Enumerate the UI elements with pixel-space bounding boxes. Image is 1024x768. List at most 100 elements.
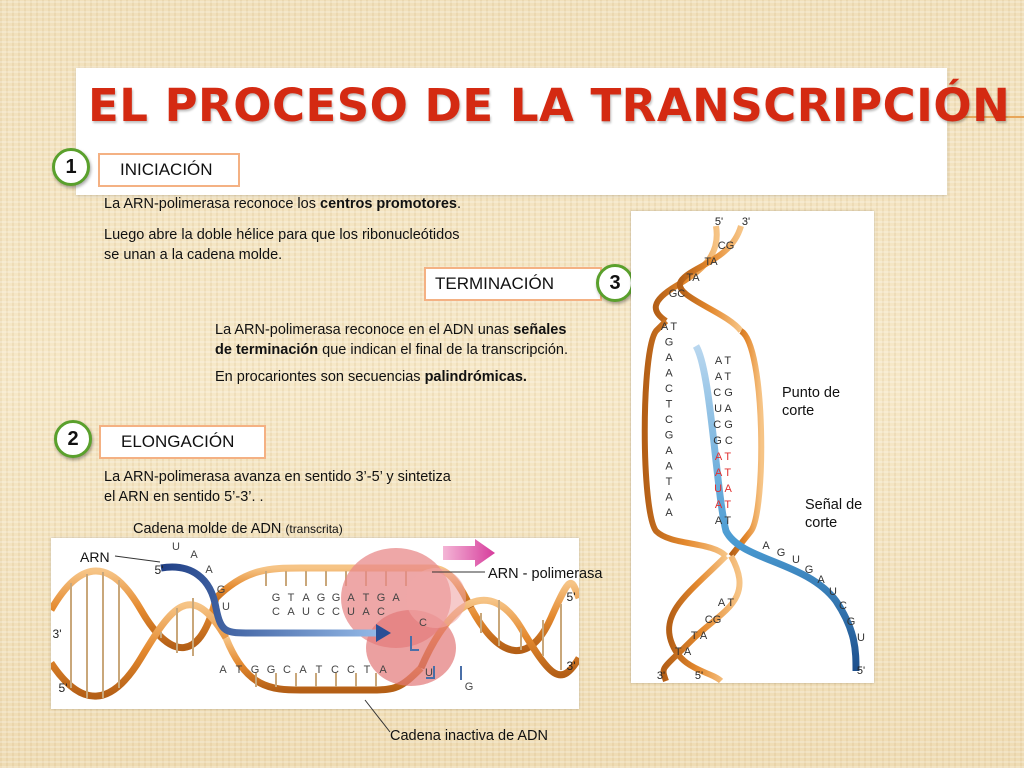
top-strand-a xyxy=(652,225,720,324)
step-3-label: TERMINACIÓN xyxy=(424,267,602,301)
rna-paired-base: C xyxy=(377,606,385,618)
free-nucleotide-base: G xyxy=(465,681,474,693)
template-base: T xyxy=(363,592,370,604)
template-base: G xyxy=(272,592,281,604)
rna-strand xyxy=(160,563,376,637)
template-base: A xyxy=(665,445,673,457)
elongation-text: La ARN-polimerasa avanza en sentido 3’-5… xyxy=(104,469,451,505)
template-base: G xyxy=(665,337,674,349)
rna-label: ARN xyxy=(80,549,110,565)
termination-text-1: La ARN-polimerasa reconoce en el ADN una… xyxy=(215,322,569,358)
template-base: G xyxy=(317,592,326,604)
bottom-base-pair: T A xyxy=(675,646,692,658)
bottom-strand-b xyxy=(660,554,743,682)
rna-template-pair: C G xyxy=(713,419,733,431)
inactive-base: T xyxy=(364,664,371,676)
bottom-base-pair: A T xyxy=(718,597,735,609)
rna-tail-base: G xyxy=(805,564,814,576)
step-2-number: 2 xyxy=(54,420,92,458)
end-label-5-rna: 5' xyxy=(155,563,164,577)
title-accent-line xyxy=(947,116,1024,118)
polymerase-direction-arrow xyxy=(443,539,495,567)
bottom-base-pair: T A xyxy=(691,630,708,642)
rna-template-pair: G C xyxy=(713,435,733,447)
inactive-base: A xyxy=(299,664,307,676)
end-label-3-top: 3' xyxy=(742,216,750,228)
rna-template-pair: A T xyxy=(715,371,732,383)
rna-tail-base: A xyxy=(762,540,770,552)
inactive-strand-termination xyxy=(728,328,765,558)
rna-paired-base: C xyxy=(272,606,280,618)
step-2-label: ELONGACIÓN xyxy=(99,425,266,459)
template-base: A xyxy=(665,507,673,519)
rna-tail-base: A xyxy=(817,574,825,586)
rna-paired-base: A xyxy=(287,606,295,618)
end-label-5-top: 5' xyxy=(715,216,723,228)
template-strand-label: Cadena molde de ADN (transcrita) xyxy=(133,521,343,537)
rna-paired-base: C xyxy=(317,606,325,618)
step-3-number: 3 xyxy=(596,264,634,302)
top-base-pair: TA xyxy=(686,272,700,284)
step-1-number: 1 xyxy=(52,148,90,186)
rna-paired-base: U xyxy=(302,606,310,618)
rna-template-pair: U A xyxy=(714,403,732,415)
bottom-strand-a xyxy=(666,553,729,684)
template-base: A xyxy=(665,352,673,364)
base-pairs-right xyxy=(480,600,562,670)
inactive-base: C xyxy=(331,664,339,676)
template-strand-termination xyxy=(641,318,729,559)
template-base: A xyxy=(665,368,673,380)
inactive-base: A xyxy=(379,664,387,676)
top-base-pair: GC xyxy=(669,288,686,300)
rna-strand-termination xyxy=(692,344,860,672)
template-base: G xyxy=(332,592,341,604)
dna-strand-left-a xyxy=(47,567,220,652)
template-base: A xyxy=(665,461,673,473)
rna-tail-base: U xyxy=(222,601,230,613)
top-base-pair: TA xyxy=(704,256,718,268)
end-label-3-right: 3' xyxy=(567,659,576,673)
end-label-5-right: 5' xyxy=(567,590,576,604)
rna-tail-base: U xyxy=(172,541,180,553)
template-base: T xyxy=(666,399,673,411)
inactive-strand-label: Cadena inactiva de ADN xyxy=(390,728,548,744)
rna-template-pair: U A xyxy=(714,483,732,495)
template-base: C xyxy=(665,414,673,426)
inactive-base-ticks xyxy=(255,673,377,687)
bottom-base-pair: CG xyxy=(705,614,722,626)
rna-paired-base: C xyxy=(332,606,340,618)
rna-tail-base: A xyxy=(190,549,198,561)
template-base: A xyxy=(665,492,673,504)
rna-template-pair: C G xyxy=(713,387,733,399)
initiation-text-1: La ARN-polimerasa reconoce los centros p… xyxy=(104,196,462,212)
rna-tail-base: U xyxy=(792,554,800,566)
inactive-base: C xyxy=(347,664,355,676)
template-base: G xyxy=(665,430,674,442)
rna-tail-base: G xyxy=(847,616,856,628)
rna-direction-arrow xyxy=(376,624,391,642)
inactive-base: T xyxy=(316,664,323,676)
rna-paired-base: U xyxy=(347,606,355,618)
rna-tail-base: U xyxy=(857,632,865,644)
free-nucleotide-base: U xyxy=(425,667,433,679)
end-label-5-rna: 5' xyxy=(857,665,865,677)
base-pairs-left xyxy=(70,572,194,698)
free-nucleotide-base: C xyxy=(419,617,427,629)
template-base: G xyxy=(377,592,386,604)
inactive-base: A xyxy=(219,664,227,676)
step-1-label: INICIACIÓN xyxy=(98,153,240,187)
initiation-text-2: Luego abre la doble hélice para que los … xyxy=(104,227,460,263)
inactive-base: T xyxy=(236,664,243,676)
template-base: A xyxy=(347,592,355,604)
rna-template-pair: A T xyxy=(715,451,732,463)
template-base: T xyxy=(288,592,295,604)
dna-strand-right-a xyxy=(467,579,583,654)
template-base: A xyxy=(302,592,310,604)
top-strand-b xyxy=(676,224,744,333)
template-base: A T xyxy=(661,321,678,333)
inactive-base: G xyxy=(251,664,260,676)
polymerase-label: ARN - polimerasa xyxy=(488,566,603,582)
